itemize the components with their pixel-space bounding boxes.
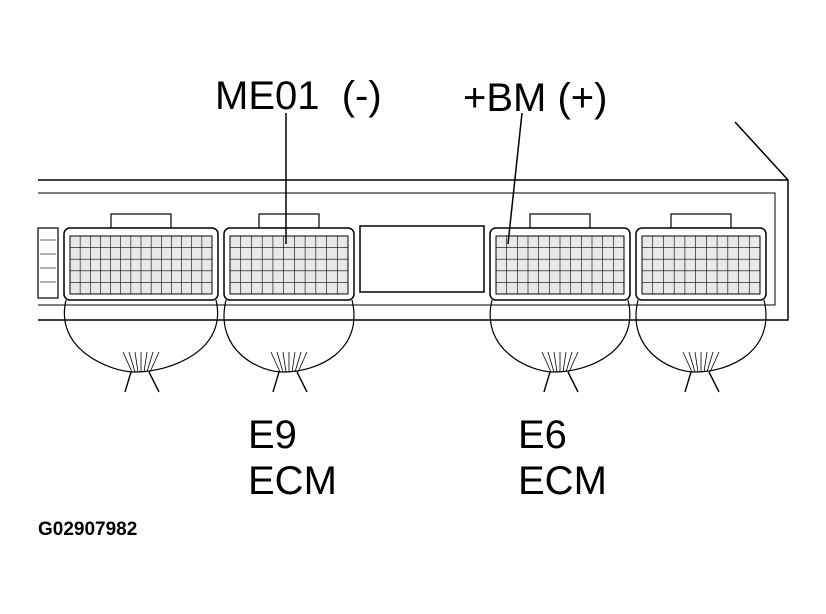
connector-e6-wire-bundle	[543, 371, 579, 393]
connector-left-1-latch	[110, 213, 172, 229]
e9-unit-label: ECM	[248, 459, 337, 503]
me01-callout-label: ME01 (-)	[215, 74, 382, 118]
connector-e6-latch	[529, 213, 591, 229]
e6-unit-label: ECM	[518, 459, 607, 503]
bm-pointer-line	[507, 112, 523, 245]
connector-e9-wire-bundle	[272, 371, 308, 393]
connector-right-pin-field	[641, 235, 761, 295]
connector-e9-latch	[258, 213, 320, 229]
bm-callout-label: +BM (+)	[463, 76, 608, 120]
connector-partial-edge	[37, 227, 59, 299]
e6-connector-id: E6	[518, 413, 567, 457]
center-plate	[359, 225, 485, 293]
figure-code: G02907982	[38, 519, 138, 540]
connector-left-1-wire-bundle	[124, 371, 160, 393]
connector-e9-pin-field	[229, 235, 349, 295]
connector-right-latch	[670, 213, 732, 229]
ecm-housing	[38, 121, 789, 321]
e9-connector-id: E9	[248, 413, 297, 457]
connector-right-wire-bundle	[684, 371, 720, 393]
connector-left-1-harness	[63, 299, 219, 373]
